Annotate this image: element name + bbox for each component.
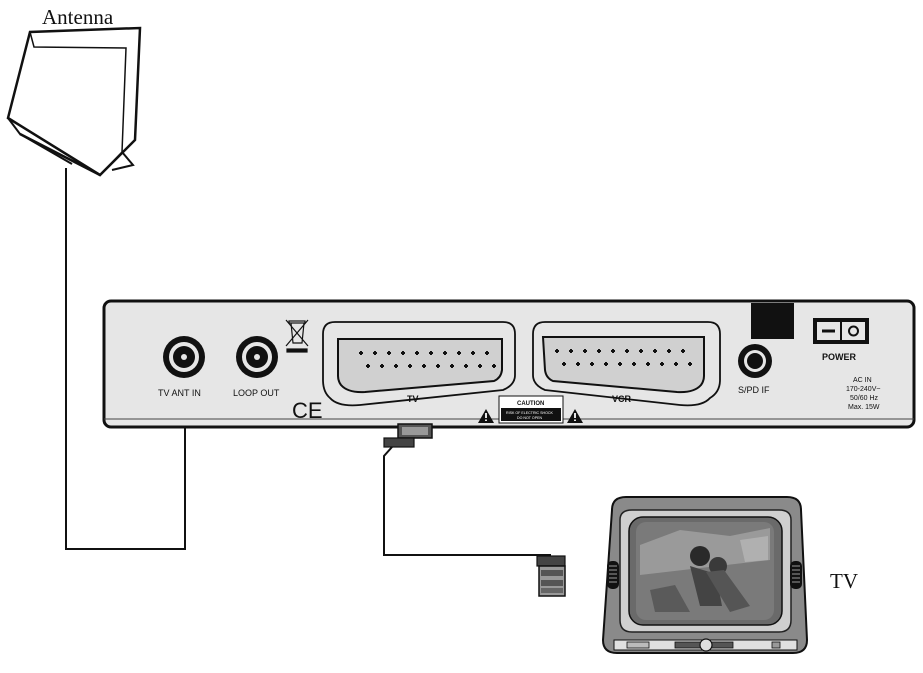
scart-plug-icon [536,555,566,597]
scart-vcr-connector [532,321,721,407]
ac-in-label: AC IN [853,377,872,384]
frequency-label: 50/60 Hz [850,395,879,402]
caution-label-box: CAUTION RISK OF ELECTRIC SHOCK DO NOT OP… [498,395,564,424]
warning-triangle-icon [478,409,494,423]
scart-pin [443,351,447,355]
caution-text-line1: RISK OF ELECTRIC SHOCK [506,411,554,415]
tv-speaker-left [607,561,619,589]
scart-pin [667,349,671,353]
power-label: POWER [822,352,857,362]
voltage-label: 170-240V~ [846,386,880,393]
vent-block [751,303,794,339]
scart-pin [380,364,384,368]
scart-pin [436,364,440,368]
scart-pin [366,364,370,368]
receiver-rear-panel: TV ANT IN LOOP OUT CE TV [102,299,916,429]
scart-tv-label: TV [407,394,419,404]
loop-out-connector [236,336,278,378]
scart-pin [632,362,636,366]
scart-pin [569,349,573,353]
scart-pin [478,364,482,368]
scart-pin [457,351,461,355]
scart-pin [394,364,398,368]
scart-vcr-label: VCR [612,394,632,404]
scart-pin [660,362,664,366]
spdif-label: S/PD IF [738,385,770,395]
scart-pin [387,351,391,355]
scart-pin [611,349,615,353]
caution-title: CAUTION [517,401,544,407]
tv-speaker-right [790,561,802,589]
scart-pin [450,364,454,368]
scart-pin [625,349,629,353]
scart-pin [674,362,678,366]
scart-pin [373,351,377,355]
tv-screen-image [636,522,774,620]
scart-pin [415,351,419,355]
scart-pin [401,351,405,355]
scart-pin [576,362,580,366]
scart-pin [653,349,657,353]
scart-pin [422,364,426,368]
scart-pin [639,349,643,353]
scart-pin [359,351,363,355]
max-power-label: Max. 15W [848,404,880,411]
power-switch[interactable] [813,318,869,344]
scart-pin [604,362,608,366]
tv-label: TV [830,569,858,593]
scart-tv-connector [322,321,516,407]
scart-pin [646,362,650,366]
caution-text-line2: DO NOT OPEN [517,416,542,420]
spdif-connector [738,344,772,378]
scart-pin [471,351,475,355]
scart-pin [408,364,412,368]
scart-tv-pins [359,351,496,368]
scart-pin [485,351,489,355]
scart-vcr-pins [555,349,692,366]
tv-set-icon [601,496,809,654]
tv-ant-in-connector [163,336,205,378]
scart-pin [618,362,622,366]
scart-pin [590,362,594,366]
scart-pin [464,364,468,368]
antenna-label: Antenna [42,5,114,29]
tv-ant-in-label: TV ANT IN [158,388,201,398]
warning-triangle-icon [567,409,583,423]
antenna-icon [6,26,142,177]
scart-pin [492,364,496,368]
scart-pin [429,351,433,355]
scart-pin [555,349,559,353]
weee-bin-icon [285,319,309,353]
scart-plug-icon [383,423,433,448]
antenna-cable [65,168,186,550]
scart-pin [597,349,601,353]
scart-pin [562,362,566,366]
scart-pin [681,349,685,353]
ce-mark: CE [292,398,323,423]
loop-out-label: LOOP OUT [233,388,280,398]
scart-pin [688,362,692,366]
scart-cable [383,446,551,560]
scart-pin [583,349,587,353]
